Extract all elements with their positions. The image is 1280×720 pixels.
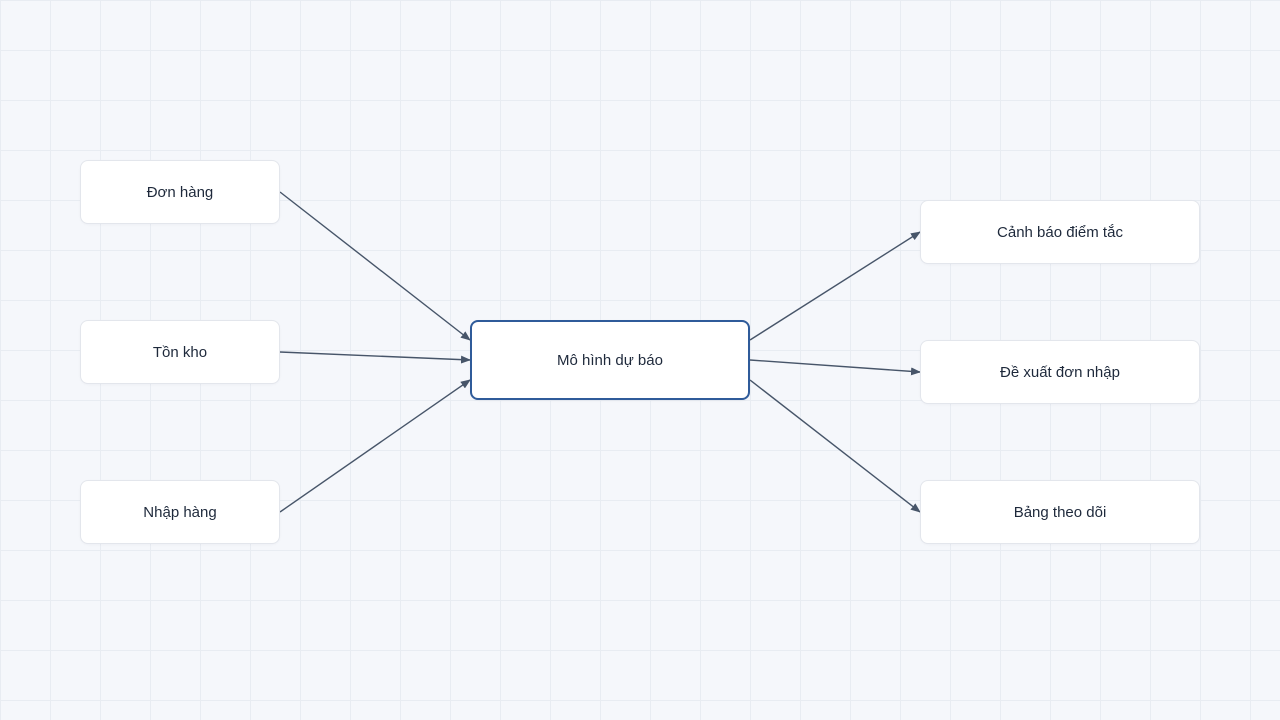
node-ton-kho[interactable]: Tồn kho: [80, 320, 280, 384]
node-label: Bảng theo dõi: [1013, 503, 1107, 521]
edge-mo-hinh-to-de-xuat: [749, 359, 921, 376]
node-don-hang[interactable]: Đơn hàng: [80, 160, 280, 224]
edge-nhap-hang-to-mo-hinh: [279, 379, 471, 513]
node-label: Cảnh báo điểm tắc: [997, 223, 1123, 241]
node-label: Đơn hàng: [146, 183, 214, 201]
node-label: Nhập hàng: [143, 503, 217, 521]
node-de-xuat-don-nhap[interactable]: Đề xuất đơn nhập: [920, 340, 1200, 404]
edge-mo-hinh-to-canh-bao: [749, 231, 921, 341]
edge-mo-hinh-to-bang-theo-doi: [749, 379, 921, 513]
edge-don-hang-to-mo-hinh: [279, 191, 471, 341]
node-canh-bao-diem-tac[interactable]: Cảnh báo điểm tắc: [920, 200, 1200, 264]
node-label: Mô hình dự báo: [557, 351, 663, 369]
node-mo-hinh-du-bao[interactable]: Mô hình dự báo: [470, 320, 750, 400]
edge-ton-kho-to-mo-hinh: [279, 351, 471, 364]
node-label: Tồn kho: [152, 343, 208, 361]
node-nhap-hang[interactable]: Nhập hàng: [80, 480, 280, 544]
node-label: Đề xuất đơn nhập: [1000, 363, 1120, 381]
node-bang-theo-doi[interactable]: Bảng theo dõi: [920, 480, 1200, 544]
